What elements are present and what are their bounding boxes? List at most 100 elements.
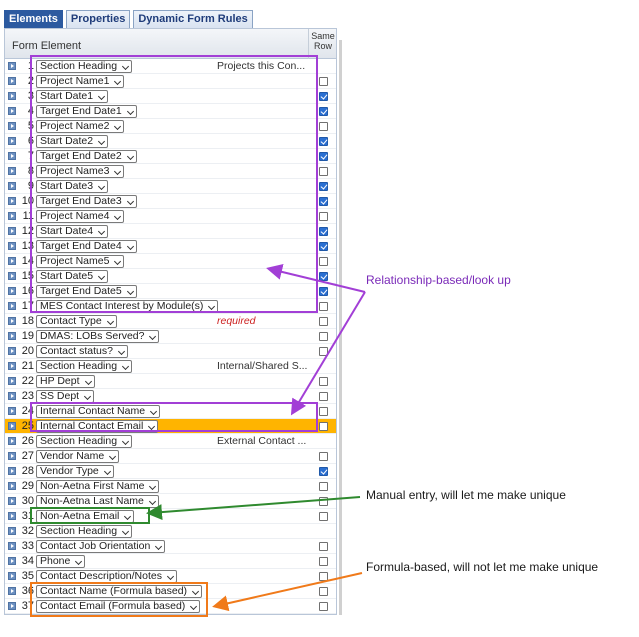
element-type-select[interactable]: HP Dept [36,375,95,388]
expand-row-icon[interactable] [8,77,16,85]
same-row-checkbox[interactable] [319,182,328,191]
same-row-checkbox[interactable] [319,332,328,341]
expand-row-icon[interactable] [8,572,16,580]
element-type-select[interactable]: Start Date3 [36,180,109,193]
element-type-select[interactable]: Vendor Name [36,450,120,463]
expand-row-icon[interactable] [8,527,16,535]
expand-row-icon[interactable] [8,332,16,340]
same-row-checkbox[interactable] [319,542,328,551]
expand-row-icon[interactable] [8,242,16,250]
element-type-select[interactable]: Contact Type [36,315,117,328]
column-header-same-row[interactable]: Same Row [311,31,335,51]
expand-row-icon[interactable] [8,557,16,565]
element-type-select[interactable]: Contact Job Orientation [36,540,166,553]
same-row-checkbox[interactable] [319,287,328,296]
element-type-select[interactable]: Target End Date5 [36,285,137,298]
expand-row-icon[interactable] [8,407,16,415]
expand-row-icon[interactable] [8,347,16,355]
expand-row-icon[interactable] [8,602,16,610]
expand-row-icon[interactable] [8,392,16,400]
element-type-select[interactable]: Section Heading [36,525,133,538]
same-row-checkbox[interactable] [319,467,328,476]
element-type-select[interactable]: SS Dept [36,390,95,403]
expand-row-icon[interactable] [8,212,16,220]
expand-row-icon[interactable] [8,317,16,325]
same-row-checkbox[interactable] [319,587,328,596]
same-row-checkbox[interactable] [319,572,328,581]
same-row-checkbox[interactable] [319,272,328,281]
element-type-select[interactable]: Contact Email (Formula based) [36,600,201,613]
same-row-checkbox[interactable] [319,347,328,356]
element-type-select[interactable]: Section Heading [36,435,133,448]
expand-row-icon[interactable] [8,272,16,280]
element-type-select[interactable]: Project Name1 [36,75,125,88]
element-type-select[interactable]: Internal Contact Name [36,405,161,418]
expand-row-icon[interactable] [8,182,16,190]
element-type-select[interactable]: Target End Date2 [36,150,137,163]
same-row-checkbox[interactable] [319,377,328,386]
same-row-checkbox[interactable] [319,242,328,251]
same-row-checkbox[interactable] [319,152,328,161]
expand-row-icon[interactable] [8,302,16,310]
element-type-select[interactable]: Project Name4 [36,210,125,223]
element-type-select[interactable]: Contact Description/Notes [36,570,177,583]
same-row-checkbox[interactable] [319,257,328,266]
expand-row-icon[interactable] [8,257,16,265]
expand-row-icon[interactable] [8,227,16,235]
element-type-select[interactable]: Section Heading [36,360,133,373]
element-type-select[interactable]: Target End Date3 [36,195,137,208]
same-row-checkbox[interactable] [319,197,328,206]
expand-row-icon[interactable] [8,482,16,490]
same-row-checkbox[interactable] [319,497,328,506]
column-header-form-element[interactable]: Form Element [12,40,82,52]
expand-row-icon[interactable] [8,62,16,70]
expand-row-icon[interactable] [8,422,16,430]
expand-row-icon[interactable] [8,287,16,295]
element-type-select[interactable]: Internal Contact Email [36,420,159,433]
element-type-select[interactable]: Section Heading [36,60,133,73]
element-type-select[interactable]: Start Date2 [36,135,109,148]
same-row-checkbox[interactable] [319,422,328,431]
expand-row-icon[interactable] [8,497,16,505]
element-type-select[interactable]: Project Name2 [36,120,125,133]
tab-elements[interactable]: Elements [4,10,63,28]
same-row-checkbox[interactable] [319,452,328,461]
vertical-scrollbar[interactable] [339,40,342,615]
same-row-checkbox[interactable] [319,512,328,521]
same-row-checkbox[interactable] [319,227,328,236]
element-type-select[interactable]: Target End Date4 [36,240,137,253]
same-row-checkbox[interactable] [319,317,328,326]
same-row-checkbox[interactable] [319,107,328,116]
same-row-checkbox[interactable] [319,137,328,146]
same-row-checkbox[interactable] [319,302,328,311]
element-type-select[interactable]: Start Date1 [36,90,109,103]
same-row-checkbox[interactable] [319,557,328,566]
expand-row-icon[interactable] [8,452,16,460]
expand-row-icon[interactable] [8,512,16,520]
expand-row-icon[interactable] [8,137,16,145]
